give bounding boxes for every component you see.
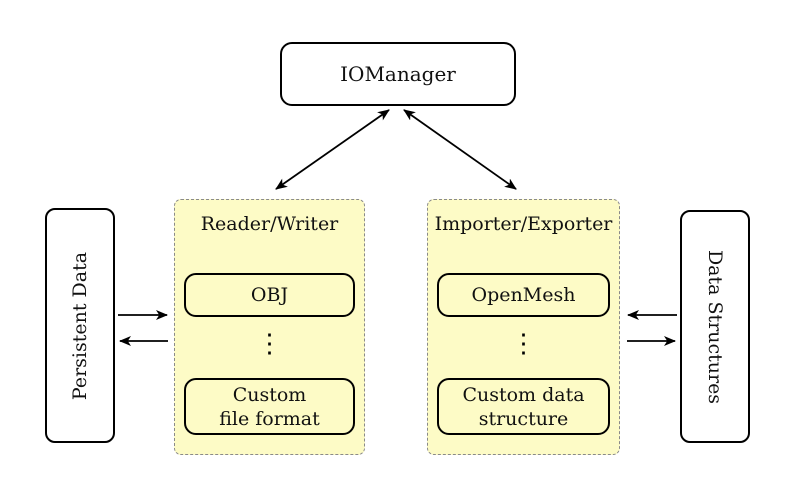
reader-writer-ellipsis: ⋮ [256, 329, 283, 359]
arrow-iomanager-importerexporter [403, 109, 517, 190]
custom-file-format-line1: Custom [232, 383, 307, 406]
reader-writer-title: Reader/Writer [200, 213, 339, 235]
reader-writer-group: Reader/Writer OBJ ⋮ Custom file format [174, 199, 365, 455]
data-structures-node: Data Structures [680, 210, 750, 443]
obj-node: OBJ [184, 273, 355, 317]
custom-file-format-node: Custom file format [184, 378, 355, 435]
openmesh-label: OpenMesh [471, 284, 576, 306]
importer-exporter-group: Importer/Exporter OpenMesh ⋮ Custom data… [427, 199, 620, 455]
importer-exporter-title: Importer/Exporter [434, 213, 613, 235]
persistent-data-label: Persistent Data [69, 251, 91, 400]
iomanager-node: IOManager [280, 42, 516, 106]
iomanager-label: IOManager [340, 62, 456, 86]
persistent-data-node: Persistent Data [45, 208, 115, 443]
openmesh-node: OpenMesh [437, 273, 610, 317]
arrow-iomanager-readerwriter [275, 109, 390, 190]
custom-data-structure-line1: Custom data [462, 383, 585, 406]
custom-data-structure-line2: structure [478, 407, 569, 430]
data-structures-label: Data Structures [704, 249, 726, 404]
importer-exporter-ellipsis: ⋮ [510, 329, 537, 359]
obj-label: OBJ [250, 284, 289, 306]
custom-data-structure-node: Custom data structure [437, 378, 610, 435]
custom-file-format-line2: file format [219, 407, 320, 430]
